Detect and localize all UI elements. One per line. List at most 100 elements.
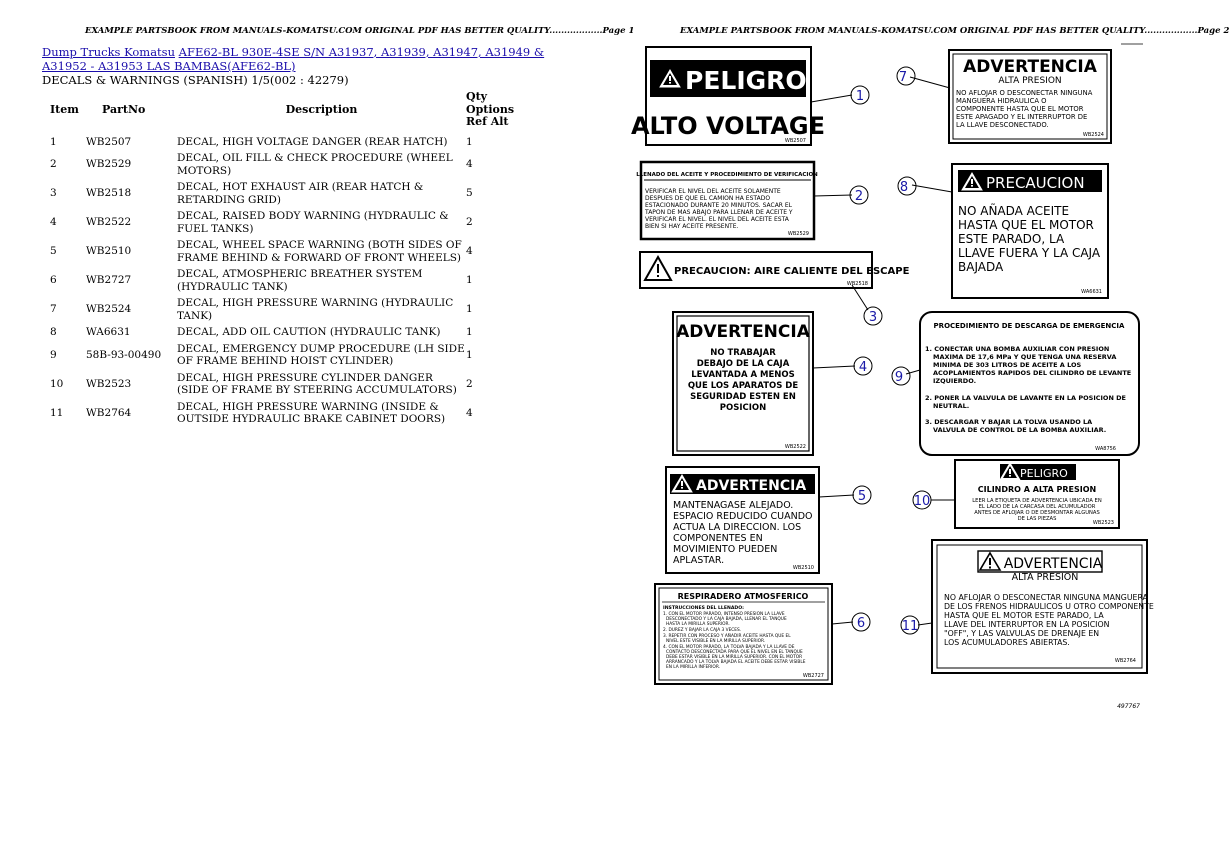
partno-cell: WB2510 (86, 245, 132, 258)
decal-6-line: ARRANCADO Y LA TOLVA BAJADA EL ACEITE DE… (666, 659, 806, 665)
decal-6-line: 4. CON EL MOTOR PARADO, LA TOLVA BAJADA … (663, 644, 795, 650)
decal-7-high-pressure: ADVERTENCIA ALTA PRESION NO AFLOJAR O DE… (948, 49, 1112, 144)
table-row: 1 WB2507 DECAL, HIGH VOLTAGE DANGER (REAR … (42, 134, 526, 151)
qty-cell: 1 (466, 326, 473, 338)
decal-4-code: WB2522 (785, 444, 806, 450)
decal-11-line: HASTA QUE EL MOTOR ESTE PARADO, LA (944, 611, 1104, 620)
partno-cell: WA6631 (86, 326, 131, 338)
callout-10: 10 (914, 494, 931, 509)
decal-1-code: WB2507 (785, 138, 806, 144)
decal-5-code: WB2510 (793, 565, 814, 571)
decal-8-line: NO AÑADA ACEITE (958, 203, 1069, 218)
qty-cell: 1 (466, 274, 473, 287)
breadcrumb-link-brand[interactable]: Dump Trucks Komatsu (42, 45, 175, 59)
decal-5-line: APLASTAR. (673, 555, 724, 566)
description-cell: DECAL, RAISED BODY WARNING (HYDRAULIC & … (177, 210, 449, 235)
decal-11-line: NO AFLOJAR O DESCONECTAR NINGUNA MANGUER… (944, 593, 1149, 602)
decal-11-line: "OFF", Y LAS VALVULAS DE DRENAJE EN (944, 629, 1099, 638)
decal-5-word: ADVERTENCIA (696, 478, 806, 494)
description-cell: DECAL, ATMOSPHERIC BREATHER SYSTEM (HYDR… (177, 268, 423, 293)
decal-10-line: DE LAS PIEZAS (1018, 516, 1057, 522)
description-cell: DECAL, OIL FILL & CHECK PROCEDURE (WHEEL… (177, 152, 453, 177)
decal-5-wheel-space: ADVERTENCIA MANTENAGASE ALEJADO. ESPACIO… (665, 466, 820, 574)
decal-10-sub: CILINDRO A ALTA PRESION (978, 485, 1096, 494)
qty-cell: 1 (466, 135, 473, 148)
decal-6-line: NIVEL ESTE VISIBLE EN LA MIRILLA SUPERIO… (666, 638, 765, 644)
page-2-header: EXAMPLE PARTSBOOK FROM MANUALS-KOMATSU.C… (680, 26, 1229, 36)
item-cell: 1 (50, 135, 57, 148)
partno-cell: WB2507 (86, 135, 132, 148)
decal-1-high-voltage: PELIGRO ALTO VOLTAGE WB2507 (631, 46, 825, 146)
decal-4-line: POSICION (720, 403, 766, 413)
decal-9-code: WA8756 (1095, 446, 1116, 452)
qty-cell: 4 (466, 406, 473, 419)
decal-2-line: ESTACIONADO DURANTE 20 MINUTOS. SACAR EL (645, 202, 793, 209)
description-cell: DECAL, HOT EXHAUST AIR (REAR HATCH & RET… (177, 181, 424, 206)
decal-8-line: BAJADA (958, 260, 1004, 274)
partno-cell: WB2524 (86, 303, 132, 316)
decal-6-sub: INSTRUCCIONES DEL LLENADO: (663, 605, 744, 611)
item-cell: 6 (50, 274, 57, 287)
decal-7-line: LA LLAVE DESCONECTADO. (956, 121, 1049, 129)
callouts: 1 2 3 4 5 6 7 8 9 10 11 (849, 66, 932, 635)
decal-2-line: VERIFICAR EL NIVEL. EL NIVEL DEL ACEITE … (645, 216, 790, 223)
table-header-row: Item PartNo Description Qty Options Ref … (42, 90, 526, 134)
item-cell: 10 (50, 377, 64, 390)
decal-4-line: DEBAJO DE LA CAJA (697, 359, 790, 369)
decal-5-line: ESPACIO REDUCIDO CUANDO (673, 511, 813, 522)
decal-7-line: NO AFLOJAR O DESCONECTAR NINGUNA (956, 89, 1093, 97)
decal-2-line: TAPON DE MAS ABAJO PARA LLENAR DE ACEITE… (644, 209, 793, 216)
partno-cell: WB2522 (86, 216, 132, 229)
col-qty-header: Qty Options Ref Alt (466, 90, 515, 128)
description-cell: DECAL, HIGH PRESSURE WARNING (HYDRAULIC … (177, 297, 454, 322)
partno-cell: WB2518 (86, 187, 132, 200)
description-cell: DECAL, HIGH PRESSURE WARNING (INSIDE & O… (177, 400, 446, 426)
decal-4-line: QUE LOS APARATOS DE (688, 381, 799, 391)
leader-lines (810, 76, 955, 626)
decal-7-code: WB2524 (1083, 132, 1104, 138)
partno-cell: 58B-93-00490 (86, 348, 162, 361)
decal-6-line: CONTACTO DESCONECTADA PARA QUE EL NIVEL … (666, 649, 803, 655)
callout-6: 6 (857, 616, 865, 631)
decal-1-word: PELIGRO (685, 66, 807, 95)
decal-10-line: ANTES DE AFLOJAR O DE DESMONTAR ALGUNAS (974, 510, 1100, 516)
decal-10-line: LEER LA ETIQUETA DE ADVERTENCIA UBICADA … (972, 498, 1102, 504)
decal-4-line: SEGURIDAD ESTEN EN (690, 392, 796, 402)
decal-9-line: ACOPLAMIENTOS RAPIDOS DEL CILINDRO DE LE… (933, 369, 1131, 377)
decal-9-line: 2. PONER LA VALVULA DE LAVANTE EN LA POS… (925, 394, 1126, 402)
page-1-header: EXAMPLE PARTSBOOK FROM MANUALS-KOMATSU.C… (85, 26, 635, 36)
item-cell: 7 (50, 303, 57, 316)
qty-cell: 2 (466, 377, 473, 390)
decal-8-line: LLAVE FUERA Y LA CAJA (958, 246, 1101, 260)
decal-2-line: DESPUES DE QUE EL CAMION HA ESTADO (645, 195, 770, 202)
decal-11-word: ADVERTENCIA (1004, 556, 1103, 572)
decal-6-line: 2. DUREZ Y BAJAR LA CAJA 3 VECES. (663, 627, 741, 633)
callout-9: 9 (895, 370, 903, 385)
description-cell: DECAL, HIGH VOLTAGE DANGER (REAR HATCH) (177, 135, 448, 148)
callout-11: 11 (902, 619, 919, 634)
decal-9-line: VALVULA DE CONTROL DE LA BOMBA AUXILIAR. (933, 426, 1106, 434)
partno-cell: WB2523 (86, 377, 132, 390)
decal-2-title: LLENADO DEL ACEITE Y PROCEDIMIENTO DE VE… (636, 172, 818, 178)
decal-9-line: IZQUIERDO. (933, 377, 976, 385)
partno-cell: WB2764 (86, 406, 132, 419)
decal-5-line: COMPONENTES EN (673, 533, 763, 544)
item-cell: 5 (50, 245, 57, 258)
item-cell: 9 (50, 348, 57, 361)
decal-10-line: EL LADO DE LA CARCASA DEL ACUMULADOR (979, 504, 1096, 510)
table-row: 6 WB2727 DECAL, ATMOSPHERIC BREATHER SYSTE… (42, 266, 526, 295)
description-cell: DECAL, EMERGENCY DUMP PROCEDURE (LH SIDE… (177, 342, 465, 368)
description-cell: DECAL, ADD OIL CAUTION (HYDRAULIC TANK) (177, 326, 441, 338)
decal-6-line: 3. REPETIR CON PROCESO Y AÑADIR ACEITE H… (663, 632, 791, 639)
decal-9-line: 1. CONECTAR UNA BOMBA AUXILIAR CON PRESI… (925, 345, 1109, 353)
breadcrumb-link-model[interactable]: AFE62-BL 930E-4SE S/N A31937, A31939, A3… (42, 45, 545, 73)
parts-table: Item PartNo Description Qty Options Ref … (42, 90, 526, 428)
callout-2: 2 (855, 189, 863, 204)
callout-3: 3 (869, 310, 877, 325)
callout-7: 7 (899, 70, 907, 85)
decal-9-line: MAXIMA DE 17,6 MPa Y QUE TENGA UNA RESER… (933, 353, 1116, 361)
qty-cell: 4 (466, 158, 473, 171)
partno-cell: WB2727 (86, 274, 132, 287)
